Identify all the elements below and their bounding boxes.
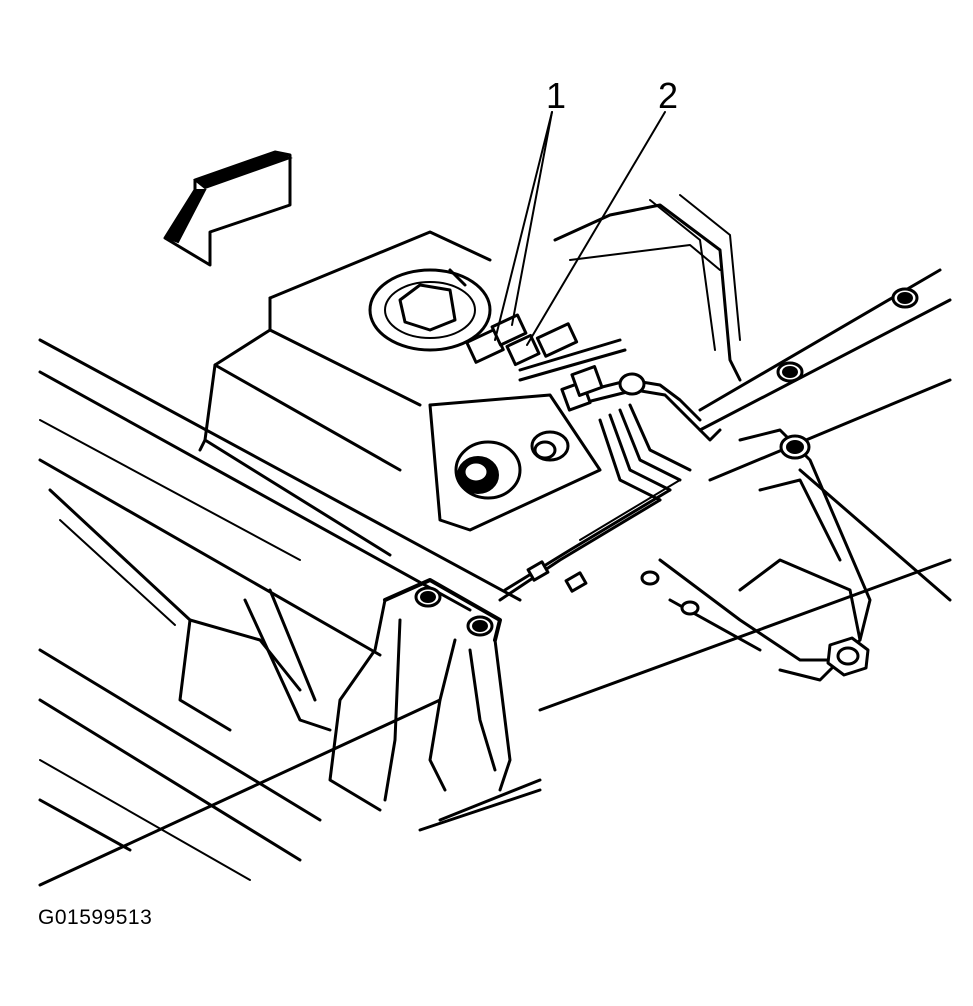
center-tank-strap-bracket xyxy=(328,578,512,812)
fuel-tank xyxy=(198,194,742,557)
direction-arrow-icon xyxy=(163,150,293,267)
fuel-line-connectors xyxy=(465,313,627,382)
callout-leaders xyxy=(494,111,666,346)
filler-neck-plate xyxy=(428,393,602,532)
figure-id-label: G01599513 xyxy=(38,906,153,929)
left-frame-rail xyxy=(38,338,542,887)
callout-number-2: 2 xyxy=(658,75,679,116)
fuel-sender-module xyxy=(368,268,492,352)
right-tank-strap-bracket xyxy=(640,428,872,682)
underbody-tray xyxy=(48,488,332,732)
crossmember xyxy=(418,268,952,832)
callout-number-1: 1 xyxy=(546,75,567,116)
bolt-icon xyxy=(826,636,870,677)
fuel-lines xyxy=(498,365,702,602)
